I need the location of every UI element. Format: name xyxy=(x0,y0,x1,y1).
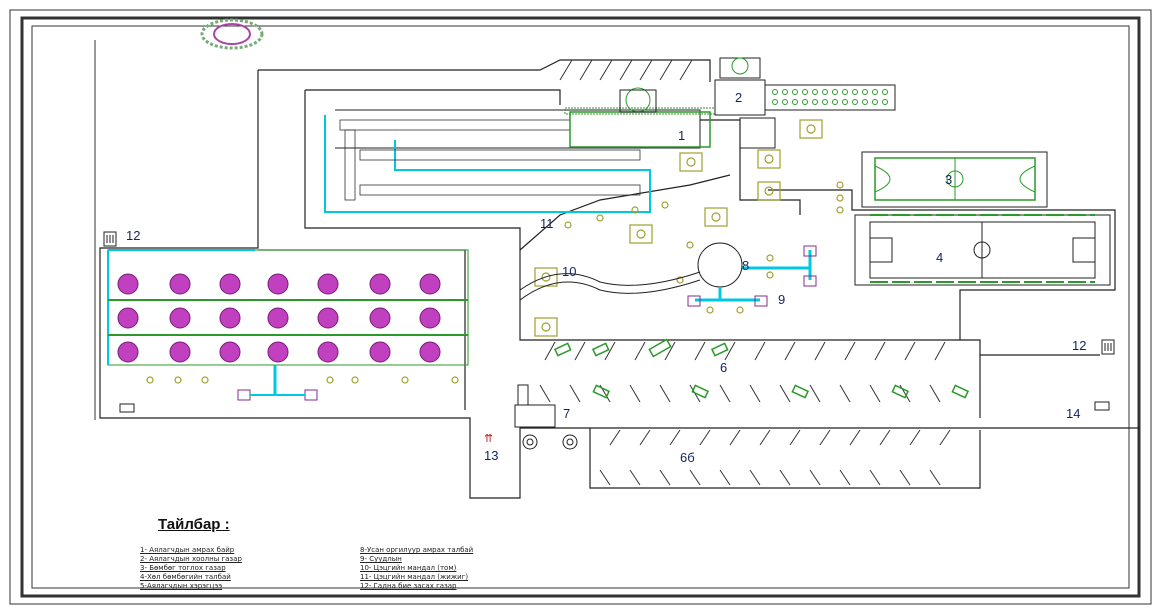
tree-icon xyxy=(146,181,844,384)
label-7: 7 xyxy=(563,406,570,421)
gate xyxy=(514,384,578,450)
car-icon xyxy=(553,338,970,399)
basketball-court xyxy=(861,151,1048,208)
entrance-arrow-icon: ⇈ xyxy=(484,432,493,445)
legend-column-2: 8-Усан оргилуур амрах талбай 9- Суудлын … xyxy=(360,546,473,591)
legend-column-1: 1- Аялагчдын амрах байр 2- Аялагчдын хоо… xyxy=(140,546,242,591)
label-12a: 12 xyxy=(126,228,140,243)
label-1: 1 xyxy=(678,128,685,143)
label-12b: 12 xyxy=(1072,338,1086,353)
legend-item: 9- Суудлын xyxy=(360,555,402,563)
label-2: 2 xyxy=(735,90,742,105)
label-14: 14 xyxy=(1066,406,1080,421)
fountain-icon xyxy=(687,242,817,307)
label-9: 9 xyxy=(778,292,785,307)
legend-item: 10- Цэцгийн мандал (том) xyxy=(360,564,457,572)
parking-6b xyxy=(599,429,951,486)
football-field xyxy=(854,214,1111,286)
garden-path xyxy=(519,279,701,301)
label-8: 8 xyxy=(742,258,749,273)
legend-item: 1- Аялагчдын амрах байр xyxy=(140,546,235,554)
label-6b: 6б xyxy=(680,450,695,465)
label-6: 6 xyxy=(720,360,727,375)
legend-item: 3- Бөмбөг тоглох газар xyxy=(140,564,226,572)
parking-top xyxy=(559,59,693,81)
logo-icon xyxy=(200,18,264,50)
parking-6 xyxy=(539,341,946,403)
label-3: 3 xyxy=(945,172,952,187)
planter-icon xyxy=(534,119,823,337)
toilet-icon xyxy=(103,231,1115,413)
legend-title: Тайлбар : xyxy=(158,516,230,533)
label-13: 13 xyxy=(484,448,498,463)
legend-item: 2- Аялагчдын хоолны газар xyxy=(140,555,242,563)
legend-item: 5-Аялагчдын хэрэгцээ xyxy=(140,582,223,590)
label-4: 4 xyxy=(936,250,943,265)
building-1 xyxy=(324,87,716,213)
legend-item: 11- Цэцгийн мандал (жижиг) xyxy=(360,573,469,581)
label-11: 11 xyxy=(540,216,554,231)
site-boundary xyxy=(99,59,1140,499)
flower-garden xyxy=(107,249,469,401)
garden-path-2 xyxy=(519,271,701,291)
label-10: 10 xyxy=(562,264,576,279)
legend-item: 4-Хөл бөмбөгийн талбай xyxy=(140,573,231,581)
building-2 xyxy=(714,57,896,149)
zone-labels: 1 2 3 4 6 6б 7 8 9 10 11 12 12 13 14 xyxy=(126,90,1086,465)
legend-item: 12- Гадна бие засах газар xyxy=(360,582,457,590)
legend-item: 8-Усан оргилуур амрах талбай xyxy=(360,546,474,554)
frame xyxy=(9,9,1152,605)
